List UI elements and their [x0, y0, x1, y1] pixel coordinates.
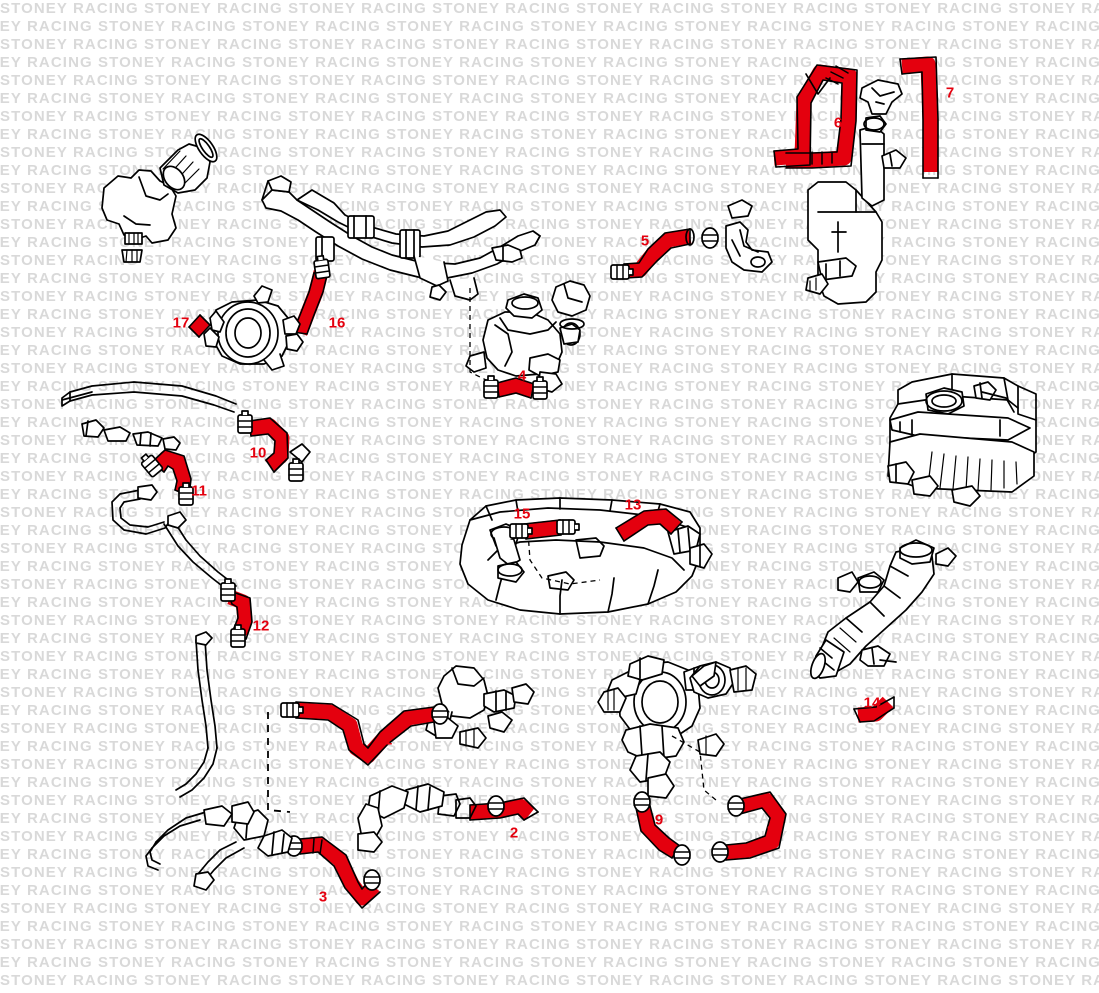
leader-line	[469, 288, 487, 381]
hose-clamp	[237, 410, 253, 434]
hose-clamp	[363, 869, 381, 891]
hose-clamp	[483, 375, 499, 399]
hose-clamp	[178, 482, 194, 506]
hose-6	[773, 64, 858, 169]
expansion-tank-cap	[859, 79, 903, 115]
hose-clamp	[431, 703, 449, 725]
coolant-elbow-fitting	[725, 199, 773, 273]
hose-clamp	[230, 624, 246, 648]
air-filter-housing	[887, 373, 1037, 507]
thermostat-housing	[101, 169, 177, 244]
hose-clamp	[220, 578, 236, 602]
expansion-tank	[805, 115, 907, 305]
throttle-body-gasket	[691, 661, 717, 687]
hose-clamp	[701, 227, 719, 249]
hose-clamp	[509, 523, 533, 539]
hose-clamp	[727, 795, 745, 817]
hose-10	[248, 417, 290, 473]
hose-clamp	[711, 841, 729, 863]
water-outlet-housing	[465, 280, 591, 393]
hose-1	[295, 701, 436, 766]
throttle-body	[597, 655, 725, 801]
hose-4	[496, 377, 535, 399]
hose-14	[853, 696, 895, 723]
water-pump	[203, 285, 311, 463]
coolant-pipe-assembly	[261, 175, 541, 301]
hose-clamp	[556, 519, 580, 535]
leader-line	[267, 712, 291, 813]
heater-pipe-assembly	[61, 381, 237, 798]
thermostat-gasket	[194, 133, 218, 163]
hose-5	[623, 228, 695, 279]
hose-clamp	[673, 844, 691, 866]
thermostat	[159, 143, 211, 194]
hose-clamp	[610, 264, 634, 280]
hose-clamp	[532, 376, 548, 400]
coolant-temperature-sensor	[121, 232, 143, 263]
hose-7	[899, 56, 939, 179]
lower-hose-fittings	[145, 801, 293, 891]
hose-clamp	[487, 795, 505, 817]
air-intake-duct	[809, 539, 957, 680]
hose-2	[357, 783, 539, 853]
hose-9	[635, 805, 681, 859]
hose-clamp	[633, 791, 651, 813]
hose-13	[615, 508, 683, 542]
hose-17	[188, 314, 211, 338]
hose-clamp	[280, 702, 304, 718]
hose-clamp	[288, 458, 304, 482]
